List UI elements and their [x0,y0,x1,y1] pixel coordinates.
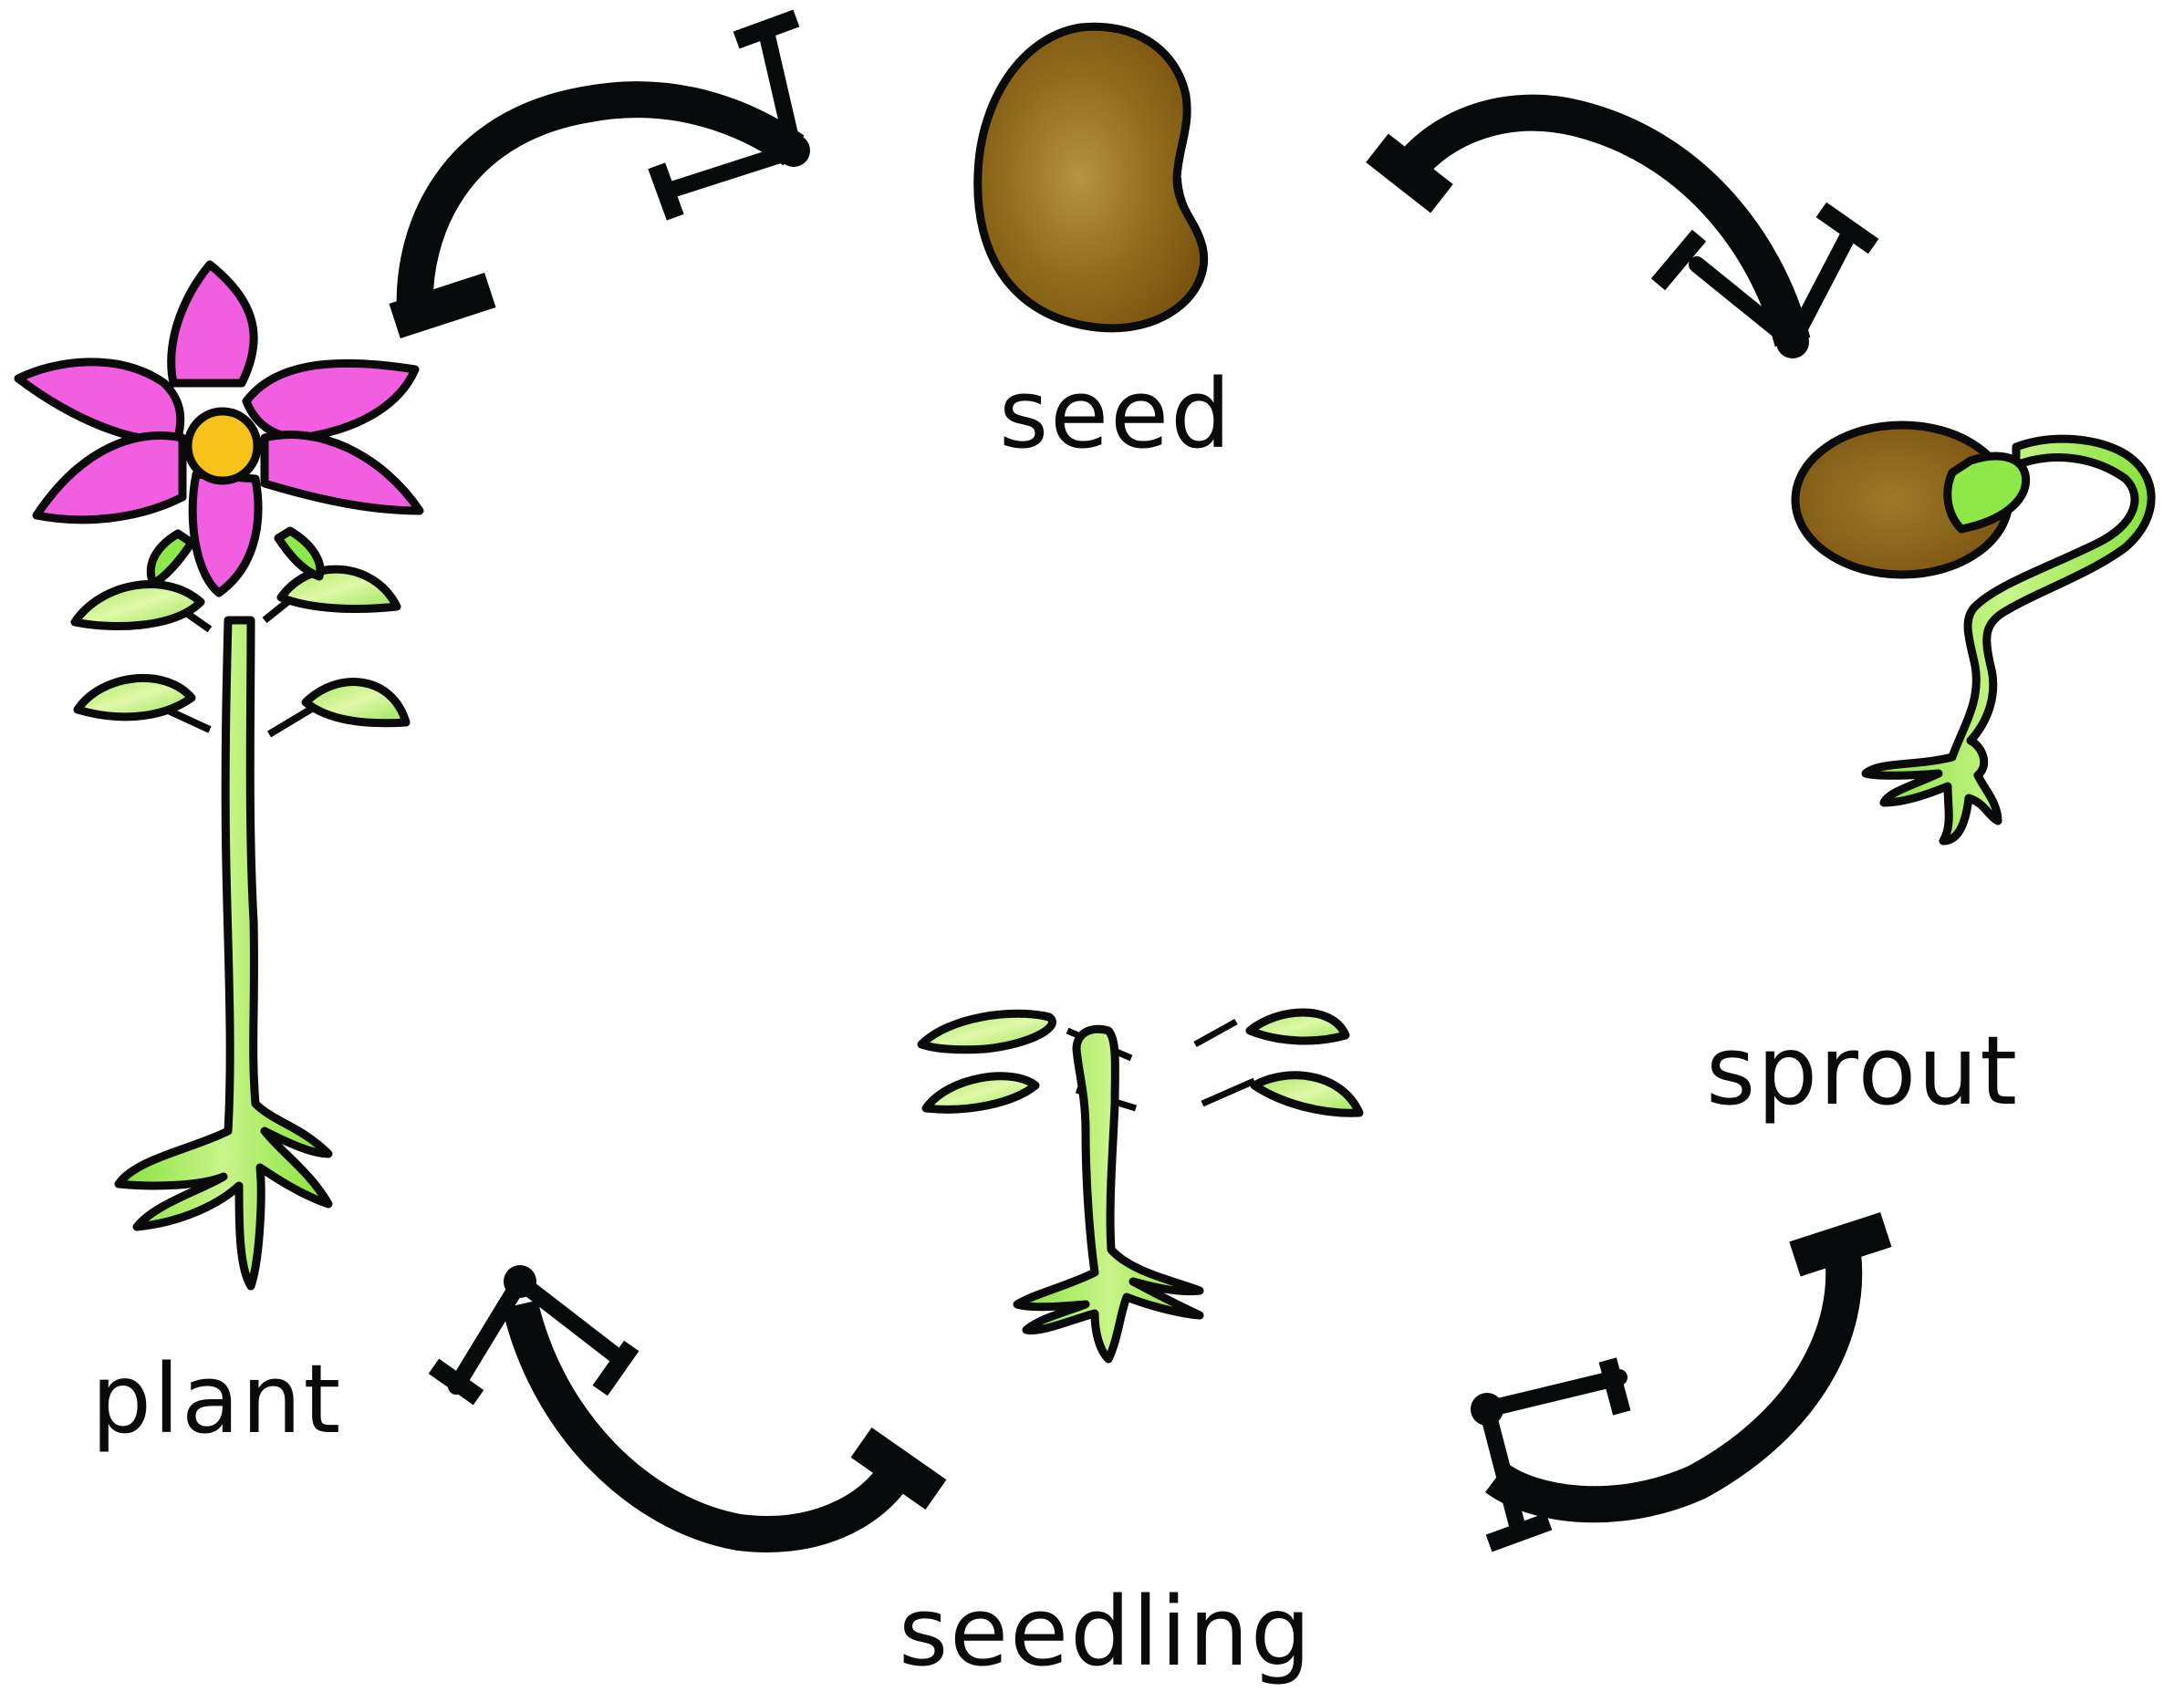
seedling-leaf [1250,1071,1364,1117]
plant-leaf [301,678,411,728]
plant-leaf [73,674,196,721]
stage-plant: plant [14,260,424,1455]
stage-label-plant: plant [91,1344,342,1455]
seedling-leaf [1245,1008,1350,1045]
stage-seed: seed [973,22,1232,470]
seed-icon [973,22,1209,333]
stage-seedling: seedling [899,1008,1364,1687]
plant-leaf [70,580,205,630]
sprout-stem [1861,434,2156,846]
stage-label-sprout: sprout [1706,1015,2019,1126]
seedling-leaf [917,1009,1056,1054]
arrow-seedling-to-plant [428,1265,947,1552]
arrow-sprout-to-seedling [1471,1211,1892,1552]
arrow-plant-to-seed [389,9,810,339]
flower-center [183,407,262,485]
seedling-leaf [921,1072,1040,1114]
plant-leaf [276,565,401,614]
arrow-seed-to-sprout [1366,94,1879,358]
seedling-stem [1013,1024,1204,1364]
sprout-cotyledon [1943,452,2031,534]
stage-label-seed: seed [999,358,1232,470]
stage-label-seedling: seedling [899,1576,1313,1687]
seed-hilum [1176,177,1203,245]
flower-petals [14,260,424,597]
plant-stem [114,616,333,1291]
stage-sprout: sprout [1706,420,2156,1126]
